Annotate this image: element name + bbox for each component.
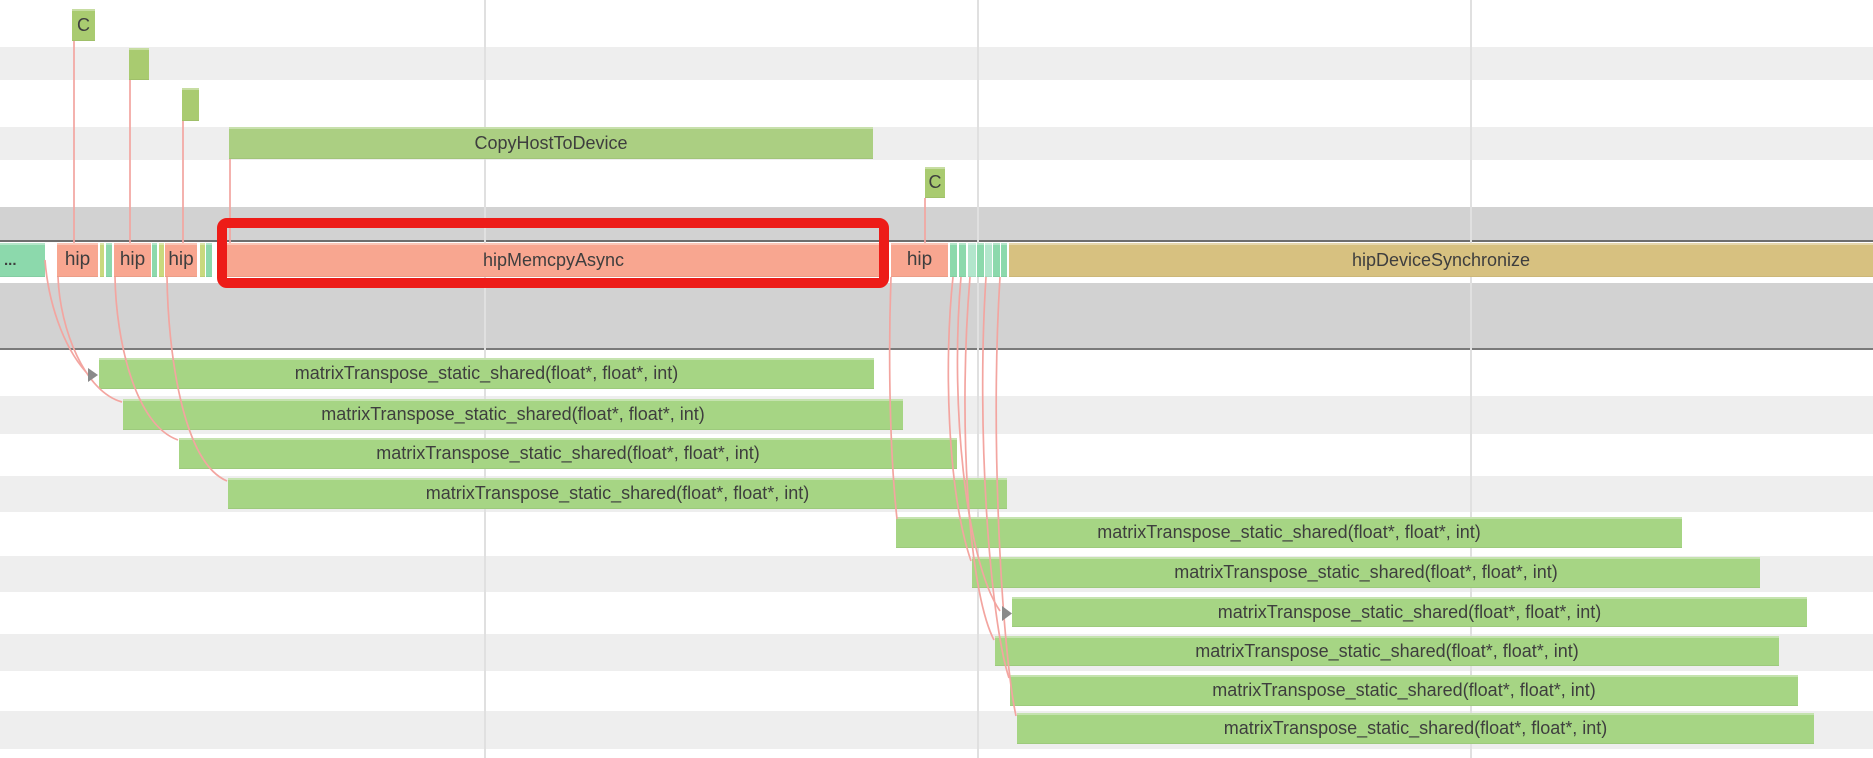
row-band <box>0 240 1873 242</box>
kernel-bar-1-label: matrixTranspose_static_shared(float*, fl… <box>294 363 679 383</box>
sliver <box>985 243 992 277</box>
sliver <box>1001 243 1007 277</box>
kernel-bar-2[interactable]: matrixTranspose_static_shared(float*, fl… <box>123 399 903 430</box>
kernel-bar-9[interactable]: matrixTranspose_static_shared(float*, fl… <box>1010 675 1798 706</box>
kernel-bar-4[interactable]: matrixTranspose_static_shared(float*, fl… <box>228 478 1007 509</box>
sliver <box>200 243 205 277</box>
sliver <box>159 243 164 277</box>
row-band <box>0 47 1873 80</box>
sliver <box>100 243 104 277</box>
ellipsis-bar-label: ... <box>4 251 17 269</box>
selection-highlight-box <box>217 218 889 288</box>
ellipsis-bar[interactable]: ... <box>0 243 45 277</box>
hip-call-1[interactable]: hip <box>57 243 98 277</box>
kernel-bar-3-label: matrixTranspose_static_shared(float*, fl… <box>376 443 760 463</box>
kernel-bar-2-label: matrixTranspose_static_shared(float*, fl… <box>321 404 705 424</box>
sliver <box>968 243 976 277</box>
kernel-bar-8[interactable]: matrixTranspose_static_shared(float*, fl… <box>995 636 1779 666</box>
kernel-bar-4-label: matrixTranspose_static_shared(float*, fl… <box>425 483 810 503</box>
kernel-bar-9-label: matrixTranspose_static_shared(float*, fl… <box>1212 680 1596 700</box>
hip-call-4[interactable]: hip <box>891 243 948 277</box>
api-marker-c2-label: C <box>928 172 942 192</box>
sliver <box>152 243 157 277</box>
kernel-bar-6[interactable]: matrixTranspose_static_shared(float*, fl… <box>972 557 1760 588</box>
row-band <box>0 80 1873 127</box>
hip-call-3-label: hip <box>168 249 194 270</box>
kernel-bar-8-label: matrixTranspose_static_shared(float*, fl… <box>1195 640 1579 661</box>
copy-host-to-device-bar-label: CopyHostToDevice <box>474 132 628 153</box>
time-gridline <box>1470 0 1472 758</box>
sliver <box>977 243 984 277</box>
time-gridline <box>977 0 979 758</box>
row-band <box>0 283 1873 348</box>
hip-memcpy-async-bar-label: hipMemcpyAsync <box>482 249 625 270</box>
sliver <box>106 243 112 277</box>
sliver <box>959 243 966 277</box>
sliver <box>993 243 1000 277</box>
sliver <box>206 243 212 277</box>
hip-memcpy-async-bar[interactable]: hipMemcpyAsync <box>227 243 880 277</box>
hip-call-1-label: hip <box>64 249 91 270</box>
row-band <box>0 348 1873 350</box>
hip-call-2-label: hip <box>119 249 146 270</box>
sliver <box>950 243 957 277</box>
hip-device-synchronize-bar[interactable]: hipDeviceSynchronize <box>1009 243 1873 277</box>
hip-device-synchronize-bar-label: hipDeviceSynchronize <box>1351 249 1531 270</box>
kernel-bar-5[interactable]: matrixTranspose_static_shared(float*, fl… <box>896 517 1682 548</box>
kernel-bar-5-label: matrixTranspose_static_shared(float*, fl… <box>1097 522 1481 542</box>
kernel-bar-1[interactable]: matrixTranspose_static_shared(float*, fl… <box>99 358 874 389</box>
kernel-bar-7-label: matrixTranspose_static_shared(float*, fl… <box>1217 601 1602 622</box>
kernel-bar-6-label: matrixTranspose_static_shared(float*, fl… <box>1174 562 1558 582</box>
hip-call-2[interactable]: hip <box>114 243 151 277</box>
hip-call-3[interactable]: hip <box>165 243 197 277</box>
api-marker-c1-label: C <box>77 14 90 35</box>
api-marker-3[interactable] <box>182 88 199 121</box>
row-band <box>0 749 1873 758</box>
copy-host-to-device-bar[interactable]: CopyHostToDevice <box>229 127 873 159</box>
kernel-bar-7[interactable]: matrixTranspose_static_shared(float*, fl… <box>1012 597 1807 627</box>
hip-call-4-label: hip <box>906 249 933 270</box>
api-marker-c1[interactable]: C <box>72 9 95 41</box>
api-marker-c2[interactable]: C <box>925 167 945 198</box>
kernel-bar-3[interactable]: matrixTranspose_static_shared(float*, fl… <box>179 438 957 469</box>
kernel-bar-10[interactable]: matrixTranspose_static_shared(float*, fl… <box>1017 713 1814 744</box>
kernel-bar-10-label: matrixTranspose_static_shared(float*, fl… <box>1223 718 1608 738</box>
row-band <box>0 0 1873 47</box>
api-marker-2[interactable] <box>129 48 149 80</box>
